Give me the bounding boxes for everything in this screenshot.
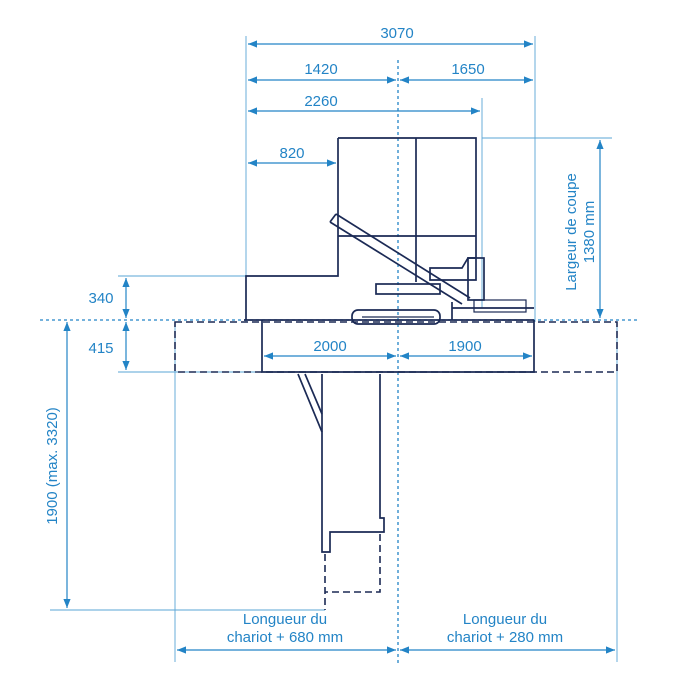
machine-outline bbox=[174, 137, 618, 610]
dim-label-right-width: 1650 bbox=[451, 61, 484, 78]
dim-label-table-right: 1900 bbox=[448, 338, 481, 355]
dim-label-base-width: 820 bbox=[279, 145, 304, 162]
label-right-length-line1: Longueur du bbox=[463, 611, 547, 628]
dimension-lines bbox=[63, 40, 615, 654]
extension-lines bbox=[50, 36, 618, 662]
dim-label-overall-width: 3070 bbox=[380, 25, 413, 42]
dim-label-carriage-height: 1900 (max. 3320) bbox=[44, 407, 61, 525]
dim-label-left-width: 1420 bbox=[304, 61, 337, 78]
dim-label-height-lower: 415 bbox=[88, 340, 113, 357]
label-left-length-line2: chariot + 680 mm bbox=[227, 629, 343, 646]
label-right-length-line2: chariot + 280 mm bbox=[447, 629, 563, 646]
dim-label-partial-width: 2260 bbox=[304, 93, 337, 110]
dim-label-cut-width-line2: 1380 mm bbox=[581, 201, 598, 264]
dim-label-cut-width-line1: Largeur de coupe bbox=[563, 173, 580, 291]
dim-label-table-left: 2000 bbox=[313, 338, 346, 355]
dim-label-height-upper: 340 bbox=[88, 290, 113, 307]
label-left-length-line1: Longueur du bbox=[243, 611, 327, 628]
